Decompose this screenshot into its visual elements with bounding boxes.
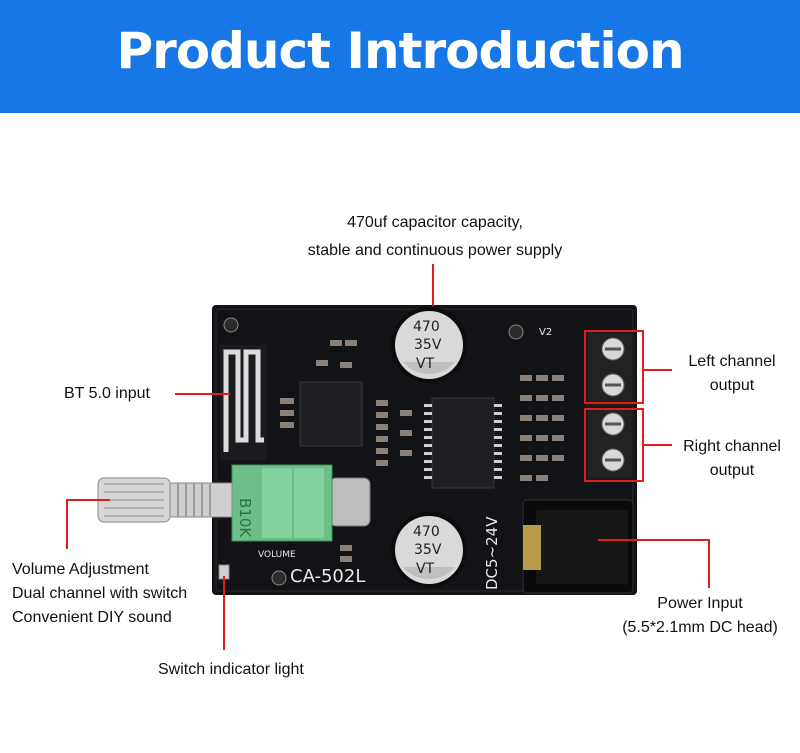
capacitor-top-brand: VT bbox=[416, 356, 435, 372]
dc-jack bbox=[522, 499, 634, 594]
capacitor-top-voltage: 35V bbox=[414, 337, 442, 353]
bt-input-label: BT 5.0 input bbox=[64, 385, 150, 402]
capacitor-bottom-value: 470 bbox=[413, 524, 440, 540]
left-channel-label: Left channel output bbox=[672, 350, 792, 398]
board-voltage: DC5~24V bbox=[483, 516, 501, 590]
power-input-line2: (5.5*2.1mm DC head) bbox=[622, 619, 778, 636]
callout-lines bbox=[66, 264, 710, 650]
power-input-line1: Power Input bbox=[657, 595, 743, 612]
capacitor-bottom-brand: VT bbox=[416, 561, 435, 577]
switch-light-label: Switch indicator light bbox=[158, 661, 304, 678]
amplifier-board: 470 35V VT 470 35V VT bbox=[97, 305, 637, 595]
bt-antenna bbox=[220, 345, 266, 460]
volume-caption: Volume Adjustment Dual channel with swit… bbox=[12, 558, 187, 630]
potentiometer-label: B10K bbox=[236, 498, 254, 538]
volume-caption-line3: Convenient DIY sound bbox=[12, 609, 172, 626]
right-channel-label: Right channel output bbox=[672, 435, 792, 483]
capacitor-bottom-voltage: 35V bbox=[414, 542, 442, 558]
right-channel-line2: output bbox=[709, 462, 755, 479]
title-banner: Product Introduction bbox=[0, 0, 800, 113]
capacitor-top: 470 35V VT bbox=[391, 307, 467, 383]
capacitor-top-value: 470 bbox=[413, 319, 440, 335]
capacitor-bottom: 470 35V VT bbox=[391, 512, 467, 588]
volume-caption-line1: Volume Adjustment bbox=[12, 561, 149, 578]
capacitor-caption-line1: 470uf capacitor capacity, bbox=[347, 214, 523, 231]
volume-silk: VOLUME bbox=[258, 550, 296, 560]
capacitor-caption: 470uf capacitor capacity, stable and con… bbox=[280, 211, 590, 263]
capacitor-caption-line2: stable and continuous power supply bbox=[307, 242, 563, 259]
board-version: V2 bbox=[539, 327, 552, 338]
page-title: Product Introduction bbox=[116, 22, 684, 80]
terminal-blocks bbox=[585, 330, 635, 480]
left-channel-line2: output bbox=[709, 377, 755, 394]
board-model: CA-502L bbox=[290, 566, 365, 587]
power-input-caption: Power Input (5.5*2.1mm DC head) bbox=[610, 592, 790, 640]
left-channel-line1: Left channel bbox=[688, 353, 776, 370]
right-channel-line1: Right channel bbox=[683, 438, 781, 455]
volume-caption-line2: Dual channel with switch bbox=[12, 585, 188, 602]
potentiometer: B10K bbox=[97, 464, 333, 542]
